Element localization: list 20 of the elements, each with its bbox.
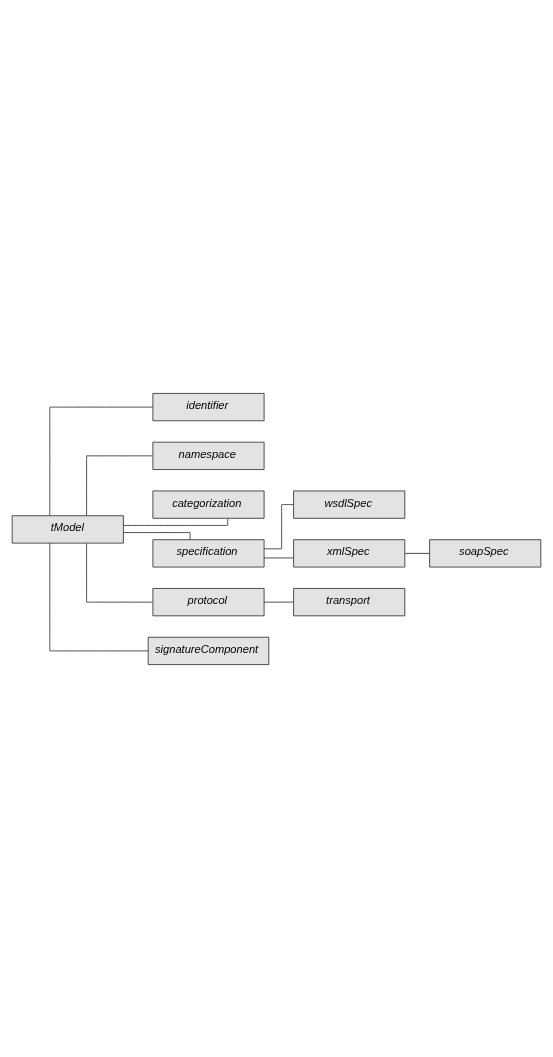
connector — [263, 557, 294, 558]
node-box: xmlSpec — [293, 538, 406, 567]
connector — [123, 531, 191, 540]
node-box: categorization — [152, 490, 265, 519]
node-box: protocol — [152, 587, 265, 616]
connector — [123, 517, 229, 526]
connector — [263, 601, 294, 603]
connector — [86, 542, 153, 603]
connector — [49, 406, 154, 516]
connector — [404, 552, 430, 554]
node-box: signatureComponent — [147, 636, 270, 665]
connector — [86, 454, 153, 516]
node-box: namespace — [152, 441, 265, 470]
connector — [49, 542, 149, 651]
node-box: identifier — [152, 392, 265, 421]
node-box: soapSpec — [429, 538, 542, 567]
node-box: tModel — [11, 514, 124, 544]
node-box: wsdlSpec — [293, 490, 406, 519]
node-box: transport — [293, 587, 406, 616]
node-box: specification — [152, 538, 265, 567]
